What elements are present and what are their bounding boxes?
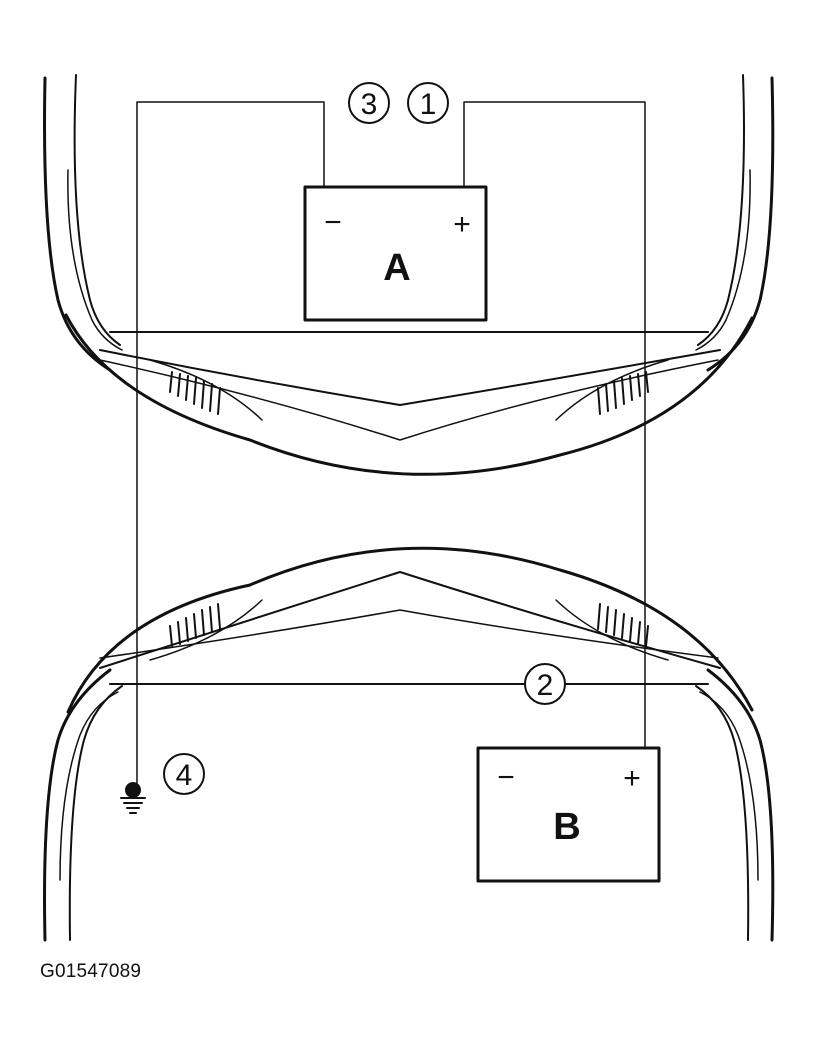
jumper-cable-positive (463, 101, 646, 749)
vehicle-a-outline (43, 74, 775, 476)
jumper-cable-negative (136, 101, 325, 791)
vehicle-b-outline (43, 546, 775, 942)
callout-1-circle (407, 82, 449, 124)
figure-code: G01547089 (40, 961, 142, 982)
battery-b-negative-sign: − (497, 761, 515, 794)
callout-1: 1 (420, 88, 437, 121)
battery-a-negative-sign: − (324, 206, 342, 239)
callout-4: 4 (176, 759, 193, 792)
ground-icon (120, 782, 146, 814)
battery-a-positive-sign: + (453, 208, 471, 241)
battery-b-case (476, 746, 661, 883)
battery-b-label: B (553, 806, 580, 848)
callout-3: 3 (361, 88, 378, 121)
callout-4-circle (163, 753, 205, 795)
battery-b-positive-sign: + (623, 762, 641, 795)
callout-2-circle (524, 663, 566, 705)
callout-3-circle (348, 82, 390, 124)
battery-a-case (303, 185, 488, 322)
callout-2: 2 (537, 669, 554, 702)
battery-a-label: A (383, 247, 410, 289)
